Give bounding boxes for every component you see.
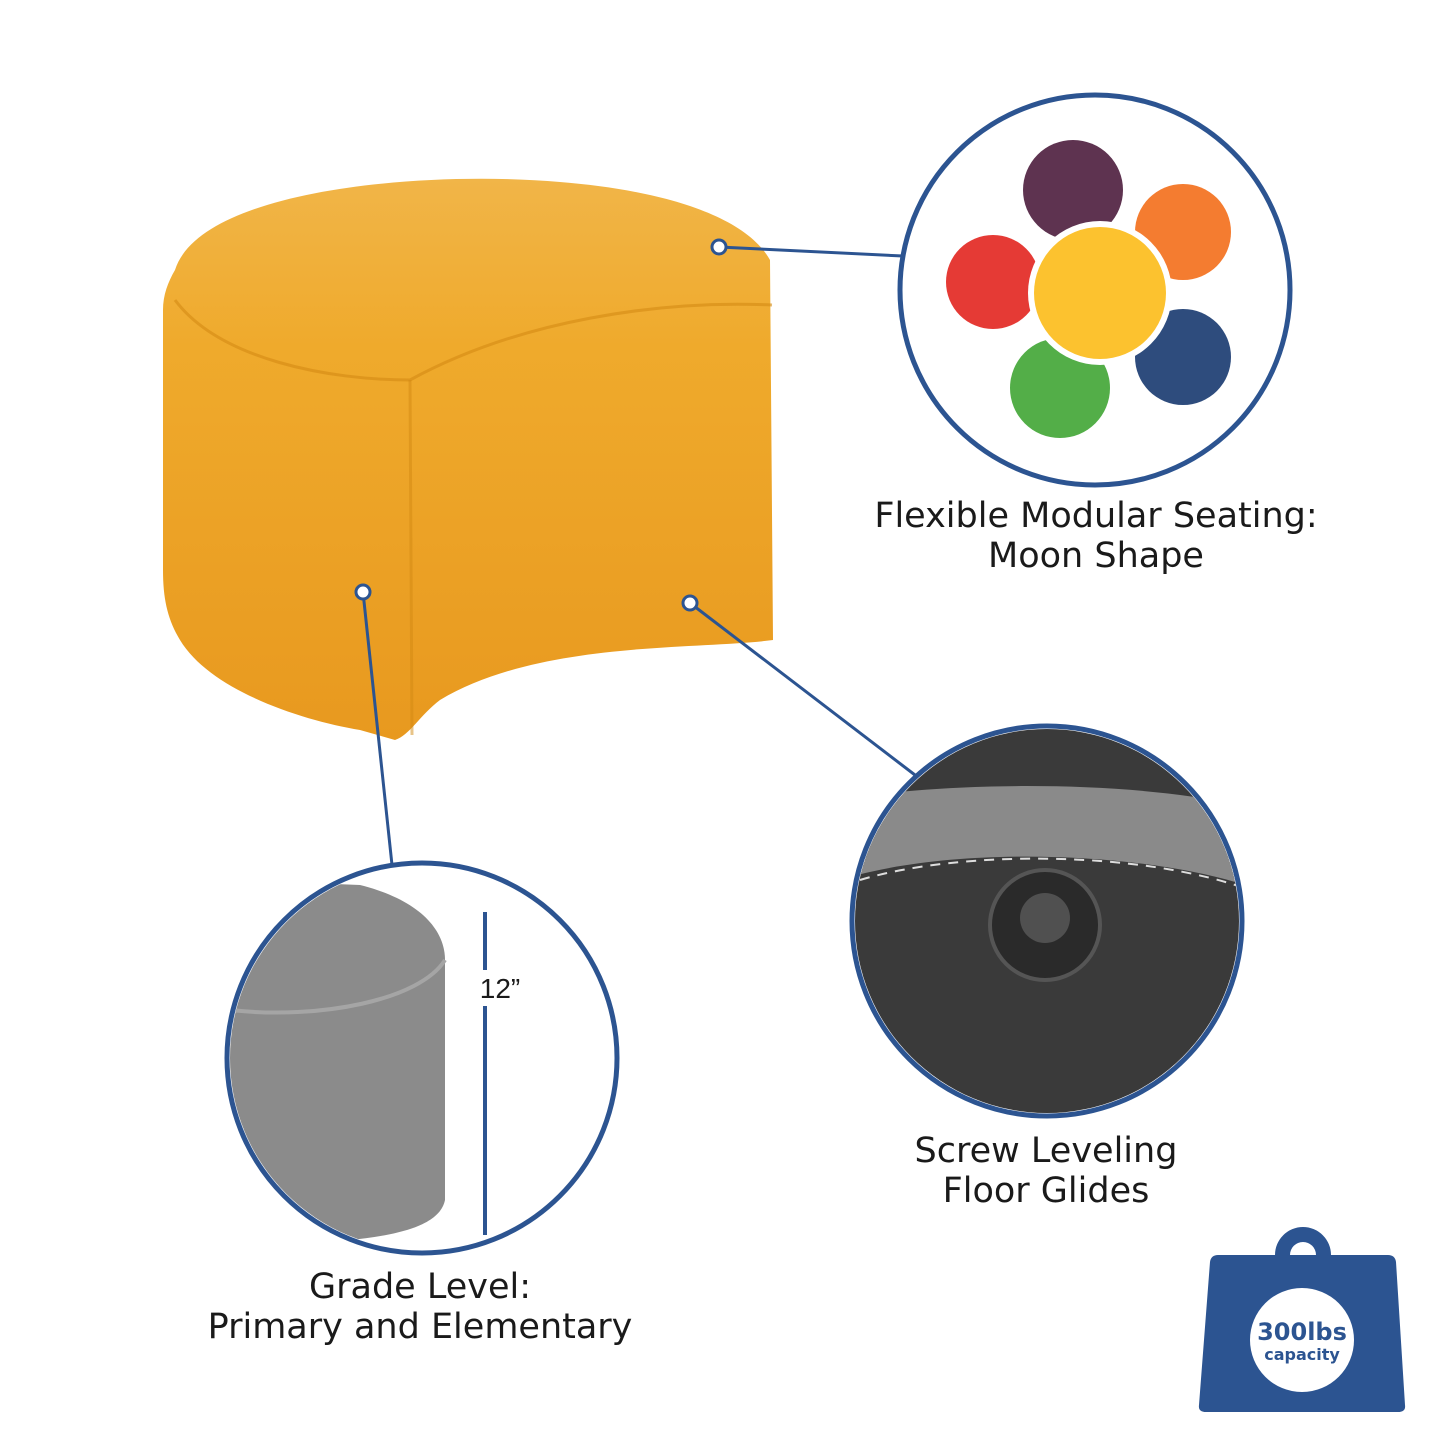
moon-stool-image <box>163 178 773 740</box>
caption-line: Screw Leveling <box>914 1131 1178 1171</box>
caption-glides: Screw Leveling Floor Glides <box>846 1131 1246 1211</box>
leader-line-glides <box>689 601 916 777</box>
leader-line-grade <box>361 591 394 866</box>
weight-icon: 300lbs capacity <box>1198 1227 1406 1412</box>
floor-glide-image <box>849 723 1245 1119</box>
caption-modular: Flexible Modular Seating: Moon Shape <box>846 496 1346 576</box>
hotspot-dot <box>354 583 372 601</box>
leader-line-modular <box>718 245 904 258</box>
caption-grade: Grade Level: Primary and Elementary <box>170 1267 670 1347</box>
caption-line: Floor Glides <box>942 1171 1150 1211</box>
grade-level-image: 12” <box>224 860 620 1256</box>
caption-line: Moon Shape <box>988 536 1204 576</box>
height-label: 12” <box>480 973 520 1004</box>
caption-line: Flexible Modular Seating: <box>874 496 1318 536</box>
capacity-value: 300lbs <box>1257 1318 1347 1346</box>
hotspot-dot <box>681 594 699 612</box>
capacity-label: capacity <box>1264 1345 1340 1364</box>
caption-line: Primary and Elementary <box>207 1307 633 1347</box>
modular-arrangement-image <box>897 92 1293 488</box>
hotspot-dot <box>710 238 728 256</box>
caption-line: Grade Level: <box>308 1267 531 1307</box>
